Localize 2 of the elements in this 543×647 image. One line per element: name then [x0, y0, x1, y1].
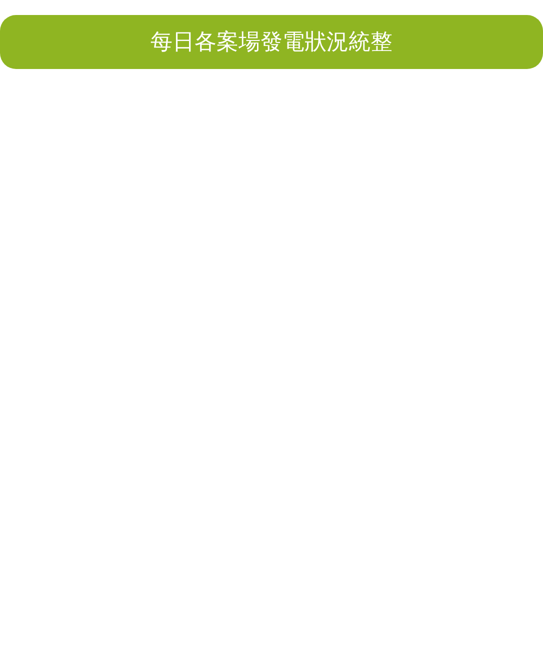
- banner-title: 每日各案場發電狀況統整: [150, 29, 392, 57]
- title-banner: [0, 15, 543, 69]
